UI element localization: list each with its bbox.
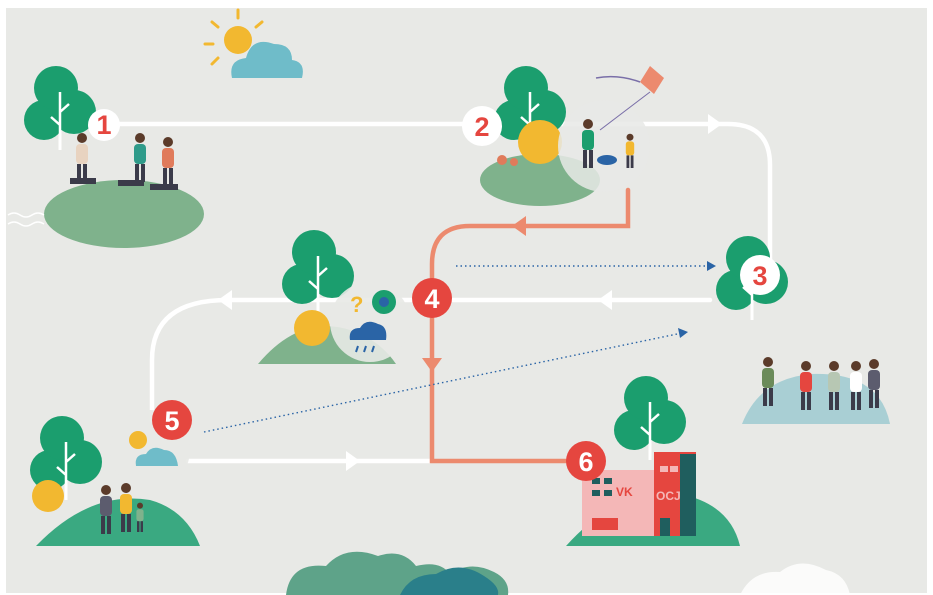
building-label-ocj: OCJ [656,489,681,503]
scene-2-play [480,64,664,206]
rain-cloud-icon [349,321,387,353]
step-number-5: 5 [164,406,179,436]
question-mark-icon: ? [350,292,363,317]
gear-icon [372,290,396,314]
scene-1-meeting [7,64,204,248]
seated-people-icon [70,133,178,190]
kite-icon [595,66,664,131]
step-marker-1[interactable]: 1 [88,109,120,141]
step-number-1: 1 [96,110,111,140]
step-marker-2[interactable]: 2 [462,106,502,146]
scene-4-questions: ? [258,228,410,364]
scene-3-group [714,234,890,424]
building-label-vk: VK [616,485,633,499]
path-arrowheads [218,114,722,471]
step-number-4: 4 [424,284,439,314]
step-number-6: 6 [578,447,593,477]
dotted-arrowheads [678,261,716,338]
step-number-2: 2 [474,112,489,142]
scene-6-building: VK OCJ [566,374,740,546]
step-marker-6[interactable]: 6 [566,441,606,481]
step-marker-3[interactable]: 3 [740,255,780,295]
step-marker-4[interactable]: 4 [412,278,452,318]
bottom-clouds [286,551,850,595]
hospital-building-icon: VK OCJ [582,452,696,536]
dotted-arrows [203,265,708,433]
sun-cloud-small-icon [129,431,178,466]
sun-cloud-icon [203,8,303,78]
orange-path [429,187,631,464]
step-number-3: 3 [752,261,767,291]
step-marker-5[interactable]: 5 [152,400,192,440]
orange-arrowheads [422,216,526,372]
